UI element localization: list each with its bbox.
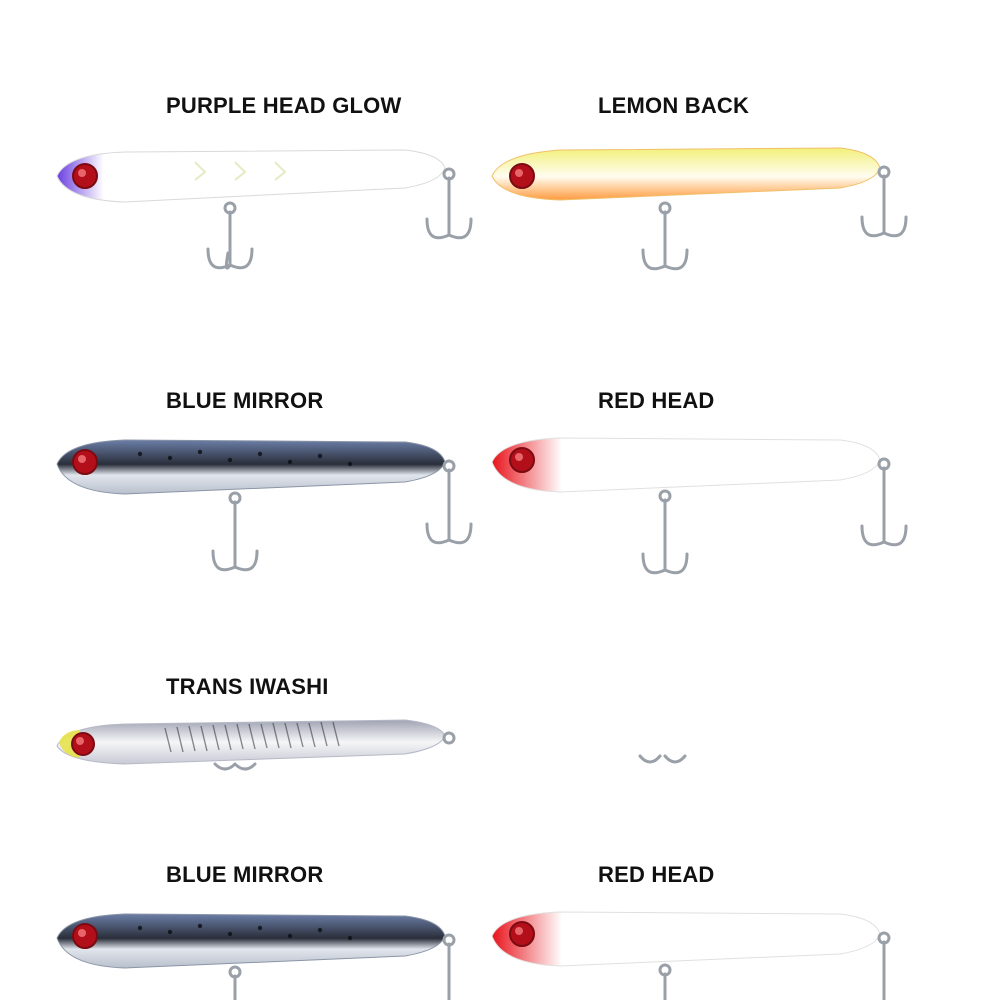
- lure-body: [56, 913, 446, 969]
- lure-image-purple-head-glow: [56, 149, 473, 270]
- treble-hook-icon: [211, 459, 473, 572]
- lure-image-red-head: [491, 437, 908, 575]
- lure-eye-icon: [72, 163, 98, 189]
- product-label-purple-head-glow: PURPLE HEAD GLOW: [166, 93, 402, 118]
- lure-body: [491, 437, 881, 493]
- lure-image-red-head-2: [491, 911, 891, 1000]
- lure-eye-icon: [509, 447, 535, 473]
- lure-eye-icon: [71, 732, 95, 756]
- lure-eye-icon: [509, 921, 535, 947]
- lure-body: [56, 719, 446, 765]
- lure-body: [56, 149, 446, 203]
- lure-image-blue-mirror-2: [56, 913, 456, 1000]
- lure-image-lemon-back: [491, 147, 908, 271]
- lure-image-blue-mirror: [56, 439, 473, 572]
- hook-stub-icon: [638, 754, 687, 764]
- product-label-blue-mirror: BLUE MIRROR: [166, 388, 324, 413]
- treble-hook-icon: [228, 933, 456, 1000]
- treble-hook-icon: [658, 931, 891, 1000]
- treble-hook-icon: [206, 167, 473, 270]
- product-label-lemon-back: LEMON BACK: [598, 93, 750, 118]
- product-label-red-head: RED HEAD: [598, 388, 715, 413]
- product-label-red-head-2: RED HEAD: [598, 862, 715, 887]
- lure-body: [491, 147, 881, 201]
- lure-body: [56, 439, 446, 495]
- lure-image-trans-iwashi: [56, 719, 456, 771]
- treble-hook-icon: [641, 165, 908, 271]
- product-label-trans-iwashi: TRANS IWASHI: [166, 674, 329, 699]
- product-label-blue-mirror-2: BLUE MIRROR: [166, 862, 324, 887]
- treble-hook-icon: [641, 457, 908, 575]
- lure-eye-icon: [509, 163, 535, 189]
- lure-body: [491, 911, 881, 967]
- lure-eye-icon: [72, 923, 98, 949]
- treble-hook-icon: [213, 731, 456, 771]
- lure-eye-icon: [72, 449, 98, 475]
